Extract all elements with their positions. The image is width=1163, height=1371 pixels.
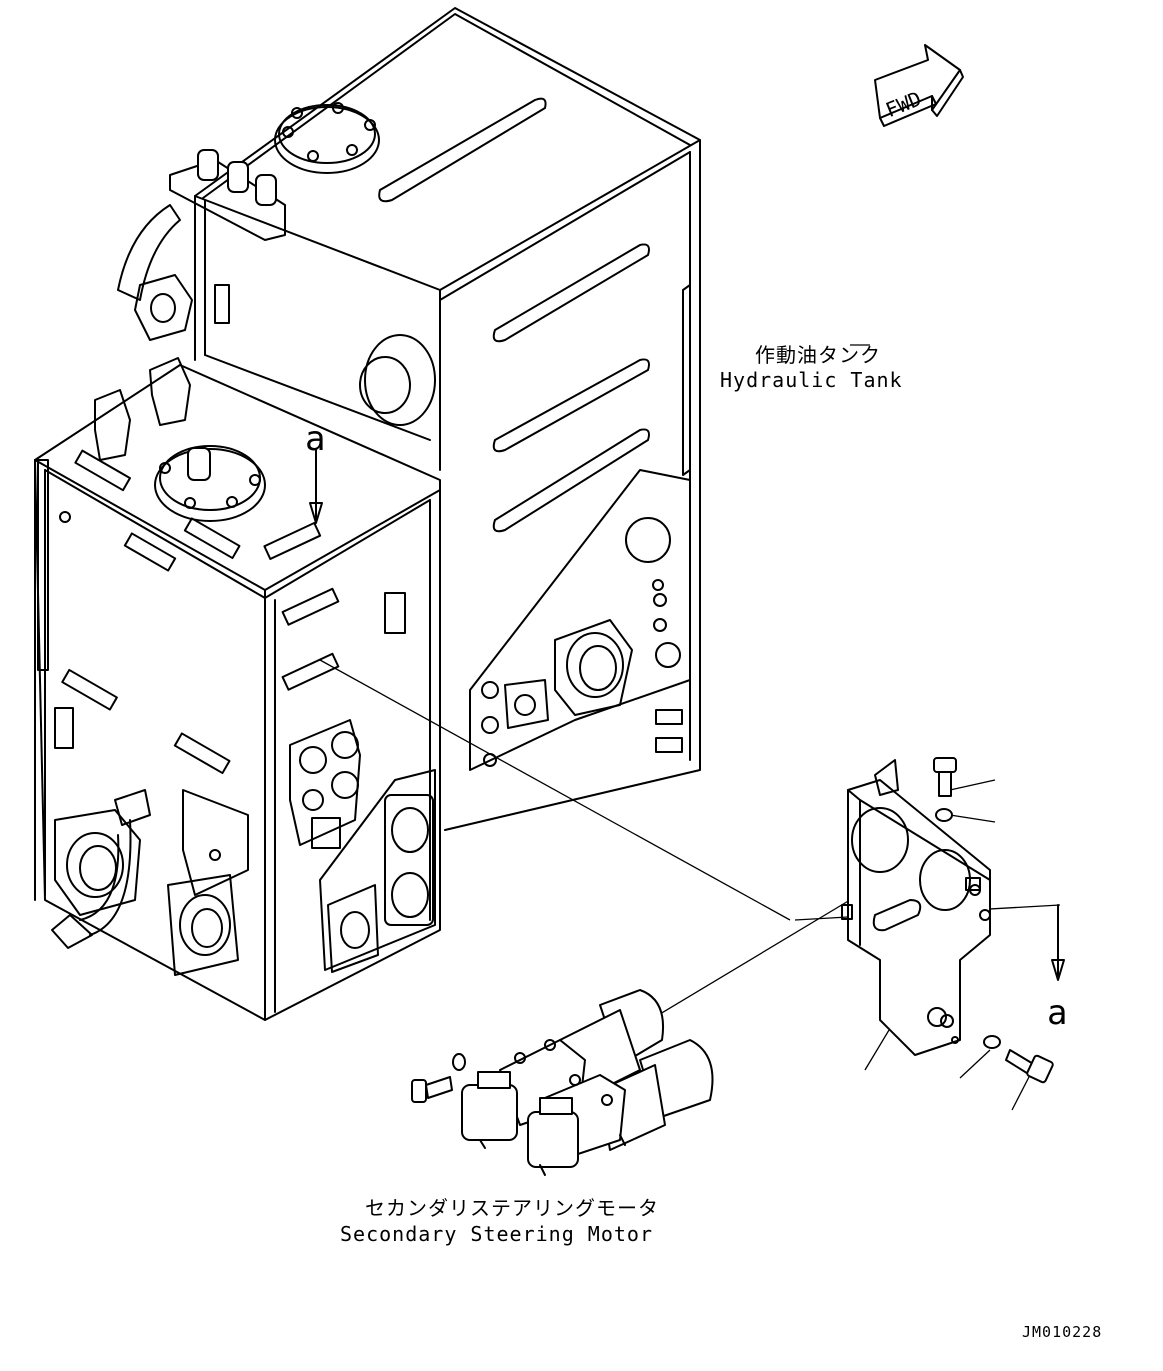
drawing-number: JM010228 — [1022, 1323, 1102, 1341]
reference-mark-a-right: a — [1047, 993, 1067, 1033]
motor-bracket — [841, 759, 991, 1056]
fwd-arrow-icon: FWD — [874, 44, 964, 127]
hydraulic-tank-label-en: Hydraulic Tank — [720, 368, 903, 392]
steering-motor — [461, 989, 714, 1176]
bolt-top — [933, 757, 957, 822]
bolt-right — [983, 1035, 1054, 1084]
steering-motor-label-jp: セカンダリステアリングモータ — [365, 1196, 659, 1220]
reference-mark-a-top: a — [305, 419, 325, 459]
hydraulic-tank-label-jp: 作動油タンク — [755, 343, 881, 367]
steering-motor-label-en: Secondary Steering Motor — [340, 1222, 653, 1246]
hydraulic-tank — [117, 7, 701, 831]
front-tank — [34, 357, 441, 1021]
bolt-left — [411, 1053, 466, 1103]
